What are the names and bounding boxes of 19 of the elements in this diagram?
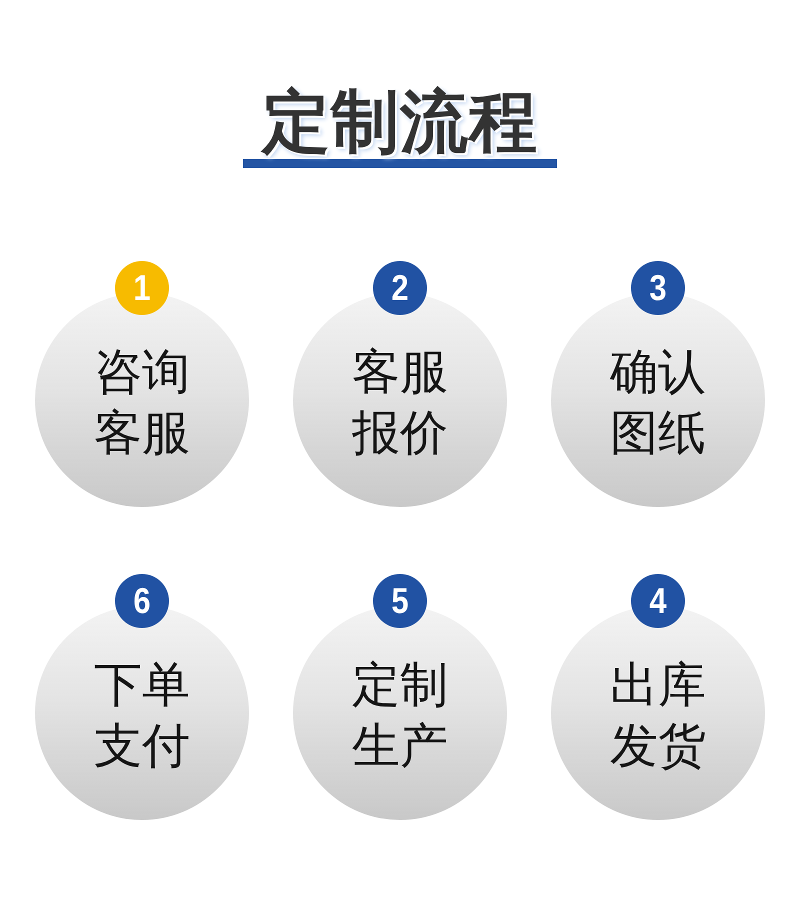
- step-number: 2: [391, 270, 409, 306]
- step-label: 定制生产: [351, 656, 449, 776]
- step-number-badge: [631, 574, 685, 628]
- step-label: 确认图纸: [609, 343, 707, 463]
- step-number-badge: [373, 261, 427, 315]
- step-label: 下单支付: [93, 656, 191, 776]
- step-number: 3: [649, 270, 667, 306]
- step-number-badge: [373, 574, 427, 628]
- step-number-badge: [115, 574, 169, 628]
- step-number: 4: [649, 583, 667, 619]
- step-number: 6: [133, 583, 151, 619]
- step-number-badge: [115, 261, 169, 315]
- step-number: 5: [391, 583, 409, 619]
- step-label: 咨询客服: [93, 343, 191, 463]
- step-label: 客服报价: [351, 343, 449, 463]
- step-number: 1: [133, 270, 151, 306]
- step-label: 出库发货: [609, 656, 707, 776]
- step-number-badge: [631, 261, 685, 315]
- page-title: 定制流程: [262, 88, 538, 158]
